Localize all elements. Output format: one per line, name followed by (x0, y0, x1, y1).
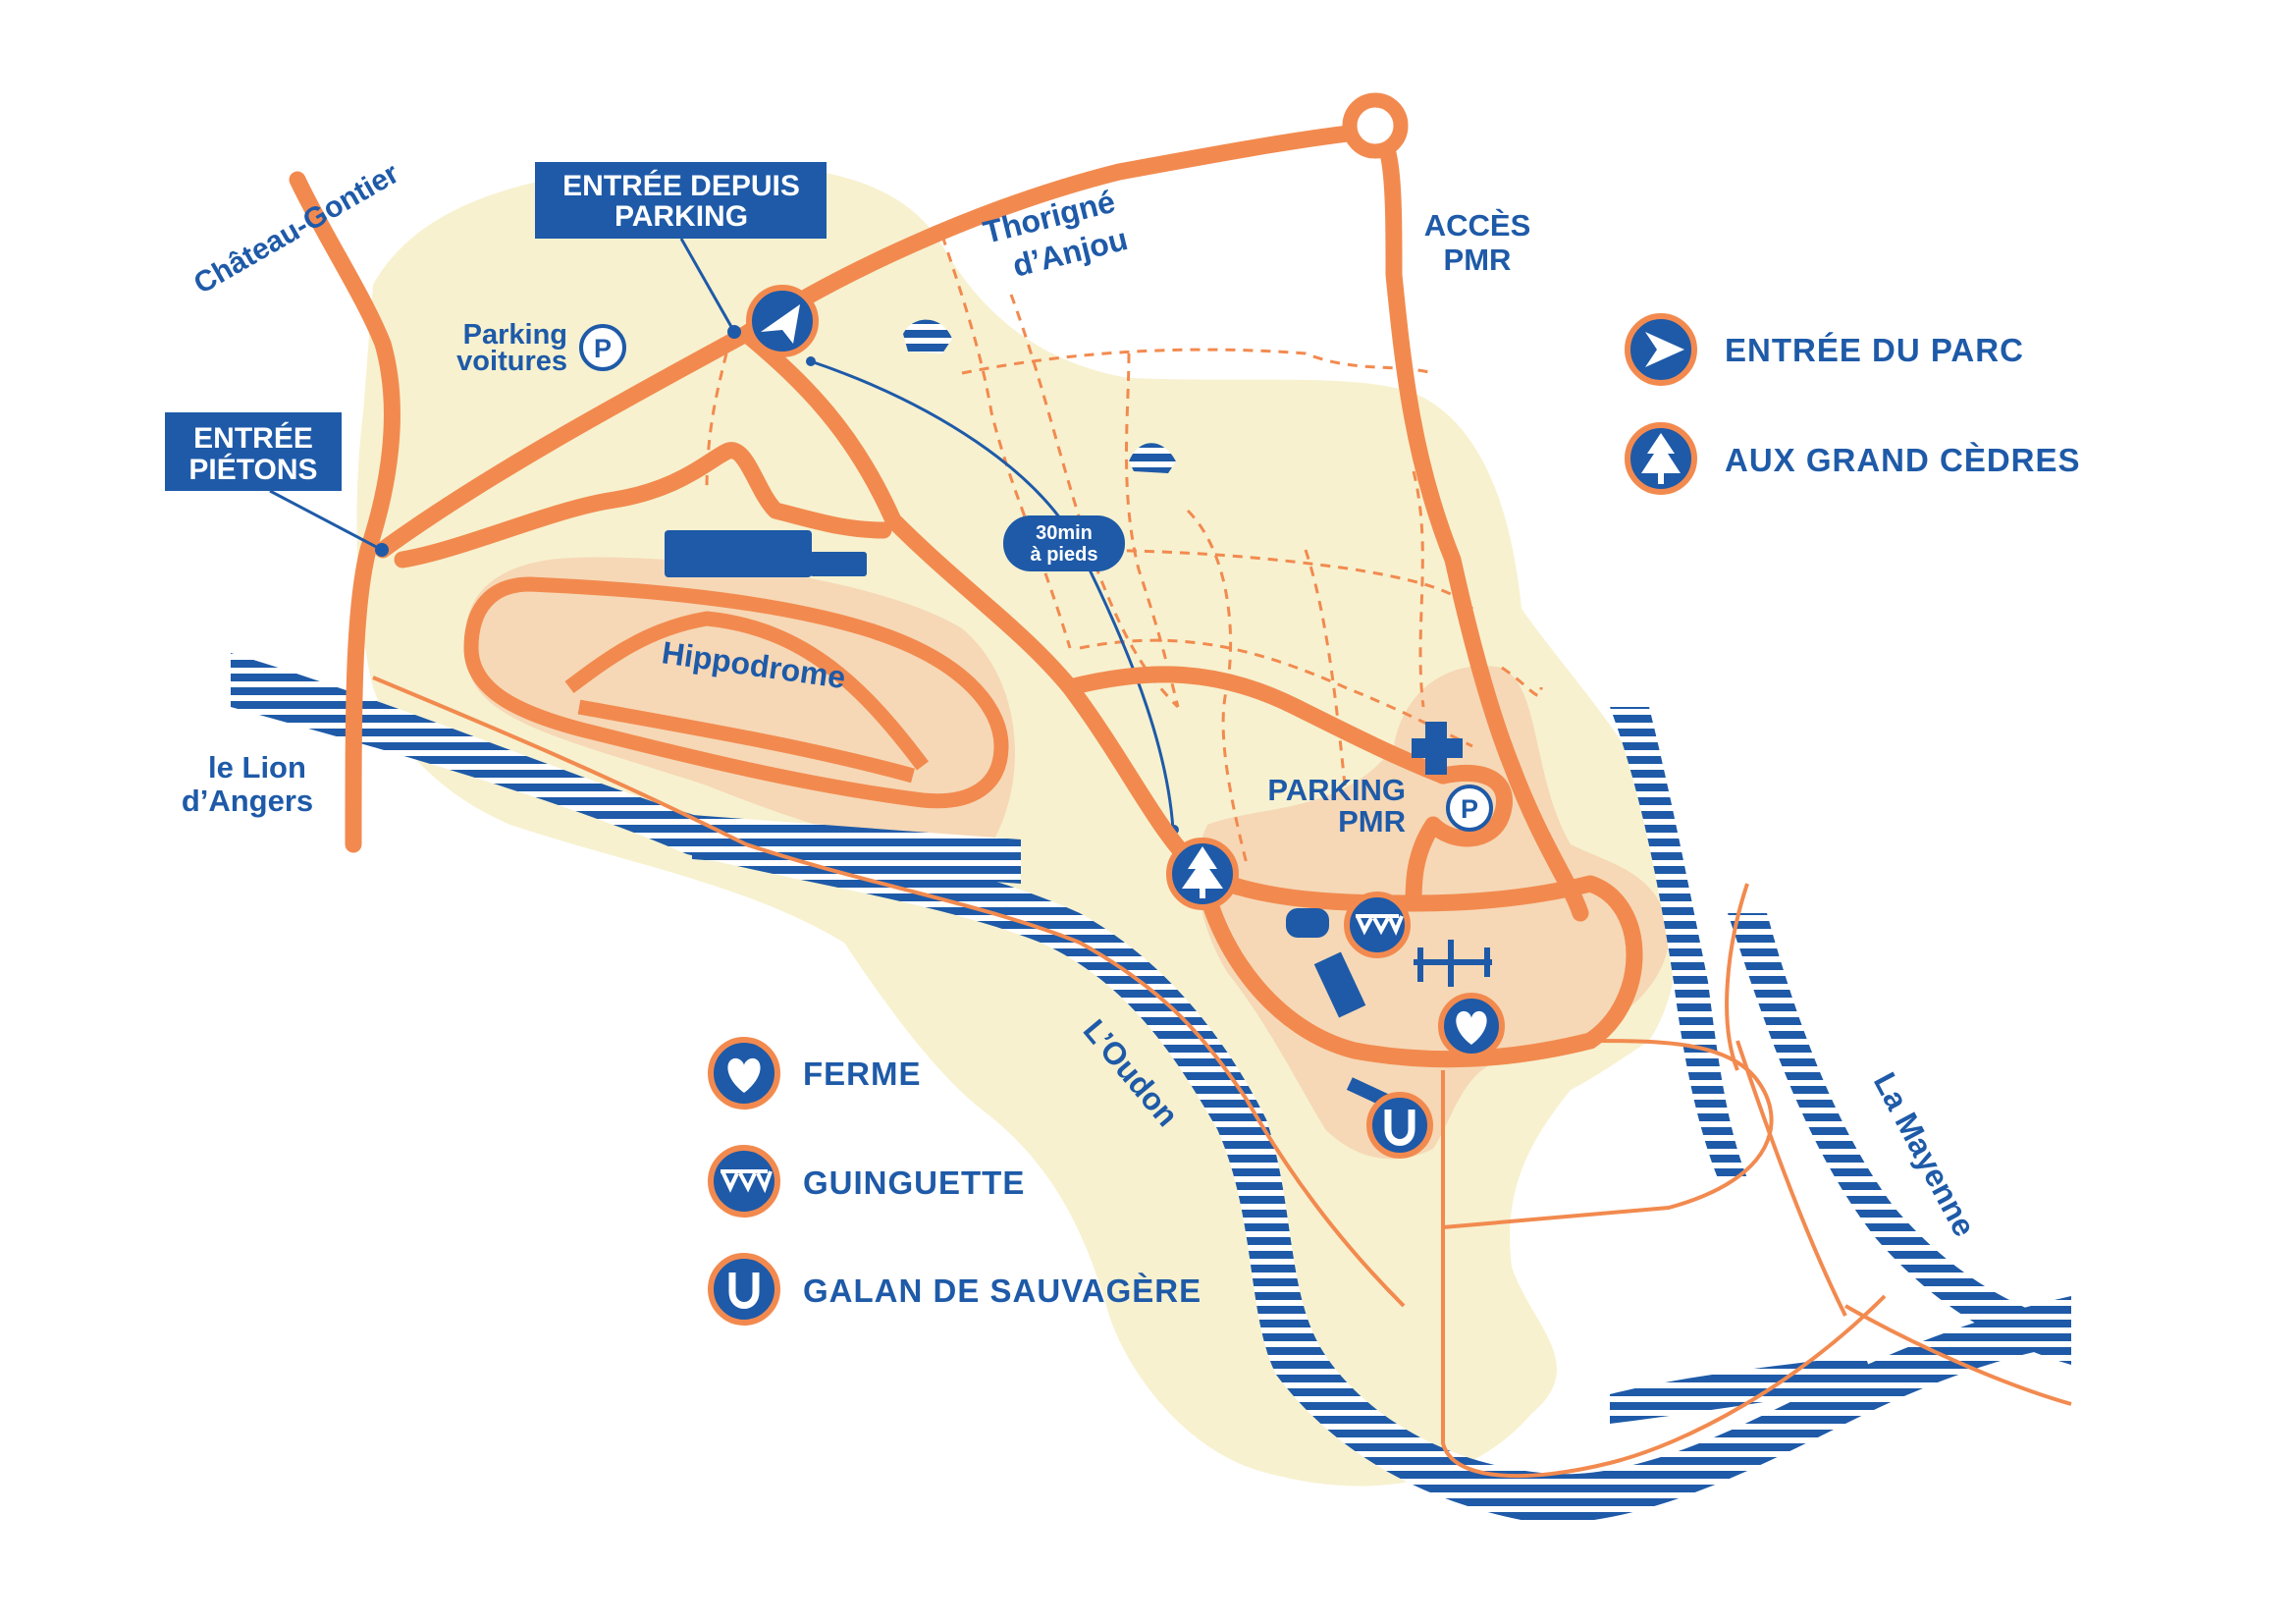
entree-pietons-pointer (269, 489, 383, 552)
label-parking-pmr-2: PMR (1338, 804, 1406, 839)
river-mayenne-east (1728, 913, 2071, 1365)
legend-label-galan: GALAN DE SAUVAGÈRE (803, 1272, 1201, 1309)
fence-icon (1414, 940, 1492, 987)
river-mayenne (1610, 707, 1747, 1178)
svg-text:PIÉTONS: PIÉTONS (188, 453, 317, 486)
legend-item-ferme: FERME (708, 1037, 922, 1110)
legend-item-guinguette: GUINGUETTE (708, 1145, 1025, 1218)
grandstand-annex (810, 552, 867, 576)
first-aid-cross-icon (1412, 722, 1463, 775)
svg-text:P: P (594, 334, 612, 363)
entree-parking-sign: ENTRÉE DEPUIS PARKING (535, 162, 827, 239)
farm-building-1 (1286, 908, 1329, 938)
marker-entree-parc[interactable] (746, 285, 819, 357)
walk-route-start (806, 356, 816, 366)
label-acces-pmr-2: PMR (1444, 243, 1512, 277)
label-lion-1: le Lion (208, 750, 306, 785)
parking-icon-pmr: P (1446, 785, 1493, 832)
marker-grand-cedres[interactable] (1166, 838, 1239, 910)
marker-ferme[interactable] (1438, 993, 1505, 1059)
legend-label-guinguette: GUINGUETTE (803, 1164, 1025, 1201)
grandstand-building (665, 530, 812, 577)
legend-item-galan: GALAN DE SAUVAGÈRE (708, 1253, 1201, 1326)
pond-2 (1129, 443, 1176, 473)
farm-building-2 (1313, 951, 1366, 1018)
label-parking-voitures-1: Parking (463, 319, 567, 351)
entree-pietons-dot (375, 543, 389, 557)
svg-text:P: P (1461, 794, 1478, 824)
main-roads (289, 122, 1643, 1068)
hippodrome-track (463, 576, 1009, 809)
thin-paths (372, 676, 2072, 1479)
river-mayenne-south (1610, 1355, 1875, 1424)
label-parking-pmr-1: PARKING (1267, 773, 1406, 807)
parking-icon-voitures: P (579, 324, 626, 371)
svg-text:30min: 30min (1036, 522, 1093, 544)
svg-text:ENTRÉE: ENTRÉE (193, 421, 313, 455)
pond-1 (903, 319, 952, 353)
marker-galan-sauvagere[interactable] (1366, 1092, 1433, 1159)
label-parking-voitures-2: voitures (456, 346, 567, 377)
svg-text:ENTRÉE DEPUIS: ENTRÉE DEPUIS (562, 169, 800, 202)
legend-label-ferme: FERME (803, 1056, 922, 1092)
svg-text:PARKING: PARKING (614, 200, 748, 233)
legend-label-cedres: AUX GRAND CÈDRES (1725, 442, 2081, 478)
legend-item-cedres: AUX GRAND CÈDRES (1625, 422, 2081, 495)
label-lion-2: d’Angers (182, 784, 313, 818)
entree-parking-dot (727, 325, 741, 339)
walk-time-badge: 30min à pieds (1003, 515, 1125, 571)
entree-parking-pointer (679, 238, 736, 333)
horseshoe-icon (708, 1253, 780, 1326)
entree-pietons-sign: ENTRÉE PIÉTONS (165, 412, 342, 491)
river-upper-strip (692, 815, 1021, 884)
legend-label-entree: ENTRÉE DU PARC (1725, 332, 2024, 368)
horse-building (1346, 1077, 1389, 1107)
svg-text:à pieds: à pieds (1031, 544, 1098, 566)
roundabout (1342, 92, 1409, 159)
river-oudon (231, 653, 2071, 1524)
marker-guinguette[interactable] (1344, 892, 1411, 958)
legend-item-entree: ENTRÉE DU PARC (1625, 313, 2024, 386)
label-acces-pmr-1: ACCÈS (1424, 208, 1531, 243)
park-area (356, 164, 1681, 1487)
